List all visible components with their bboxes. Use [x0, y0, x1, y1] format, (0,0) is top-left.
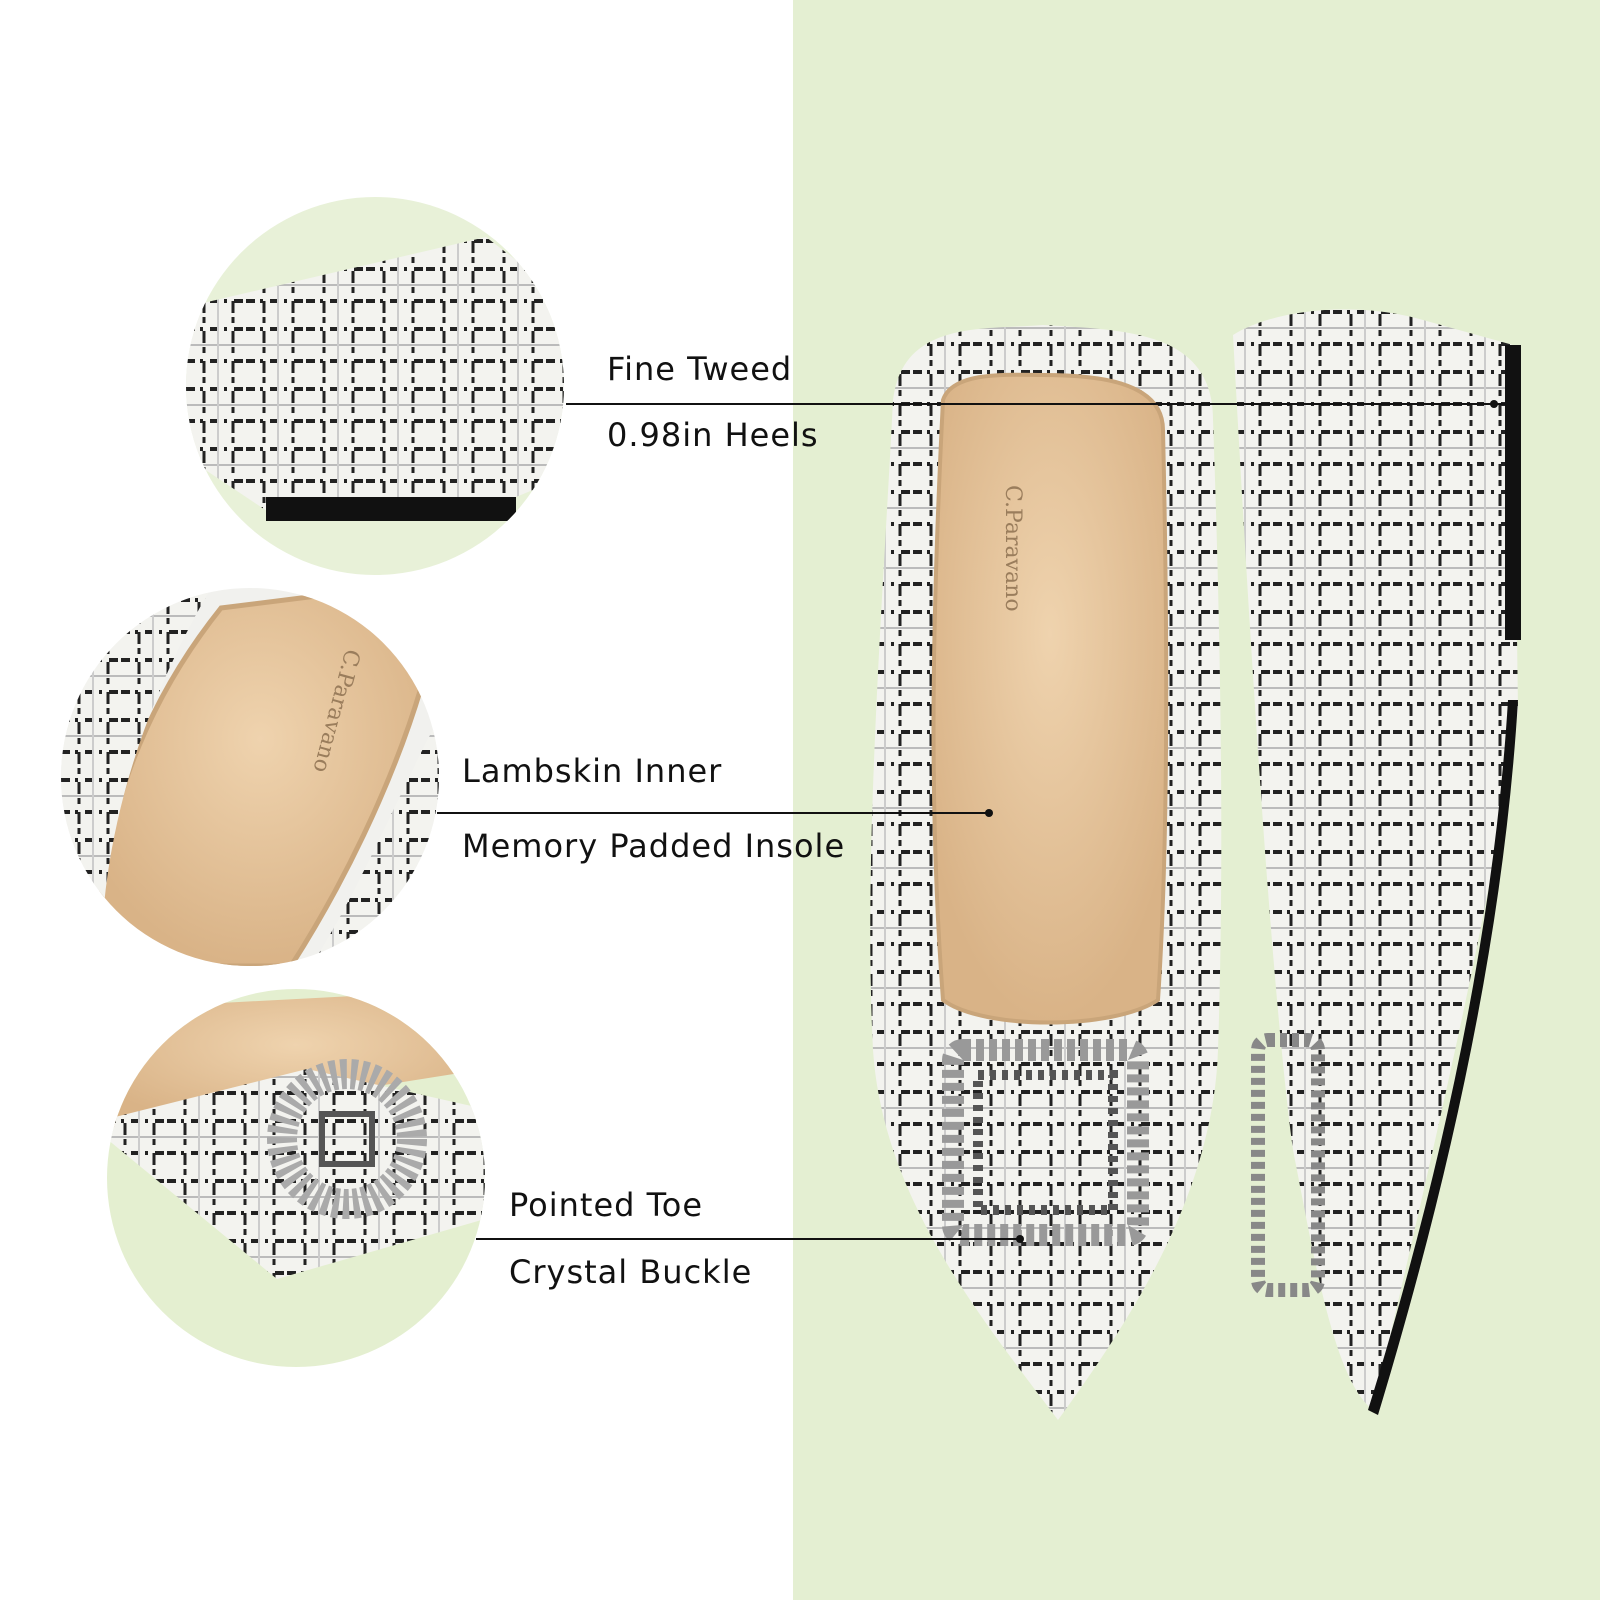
callout-crystal-buckle: Crystal Buckle: [509, 1253, 753, 1291]
callout-dot-toe: [1016, 1235, 1024, 1243]
shoe-side-view: [1233, 309, 1521, 1415]
detail-circle-insole: C.Paravano: [61, 588, 439, 966]
crystal-buckle: [942, 1039, 1149, 1246]
callout-lambskin-inner: Lambskin Inner: [462, 752, 723, 790]
callout-heel-height: 0.98in Heels: [607, 416, 819, 454]
callout-line-tweed: [566, 403, 1520, 405]
detail-circle-heel: [186, 197, 564, 575]
insole-brand-logo: C.Paravano: [1000, 485, 1025, 612]
shoe-top-view: C.Paravano: [870, 325, 1222, 1420]
callout-memory-insole: Memory Padded Insole: [462, 827, 846, 865]
callout-dot-tweed: [1490, 400, 1498, 408]
callout-line-insole: [437, 812, 990, 814]
callout-fine-tweed: Fine Tweed: [607, 350, 793, 388]
callout-dot-insole: [985, 809, 993, 817]
detail-circle-toe: [107, 989, 485, 1367]
product-photo-shoes: C.Paravano: [793, 0, 1600, 1600]
callout-pointed-toe: Pointed Toe: [509, 1186, 703, 1224]
callout-line-toe: [476, 1238, 1020, 1240]
